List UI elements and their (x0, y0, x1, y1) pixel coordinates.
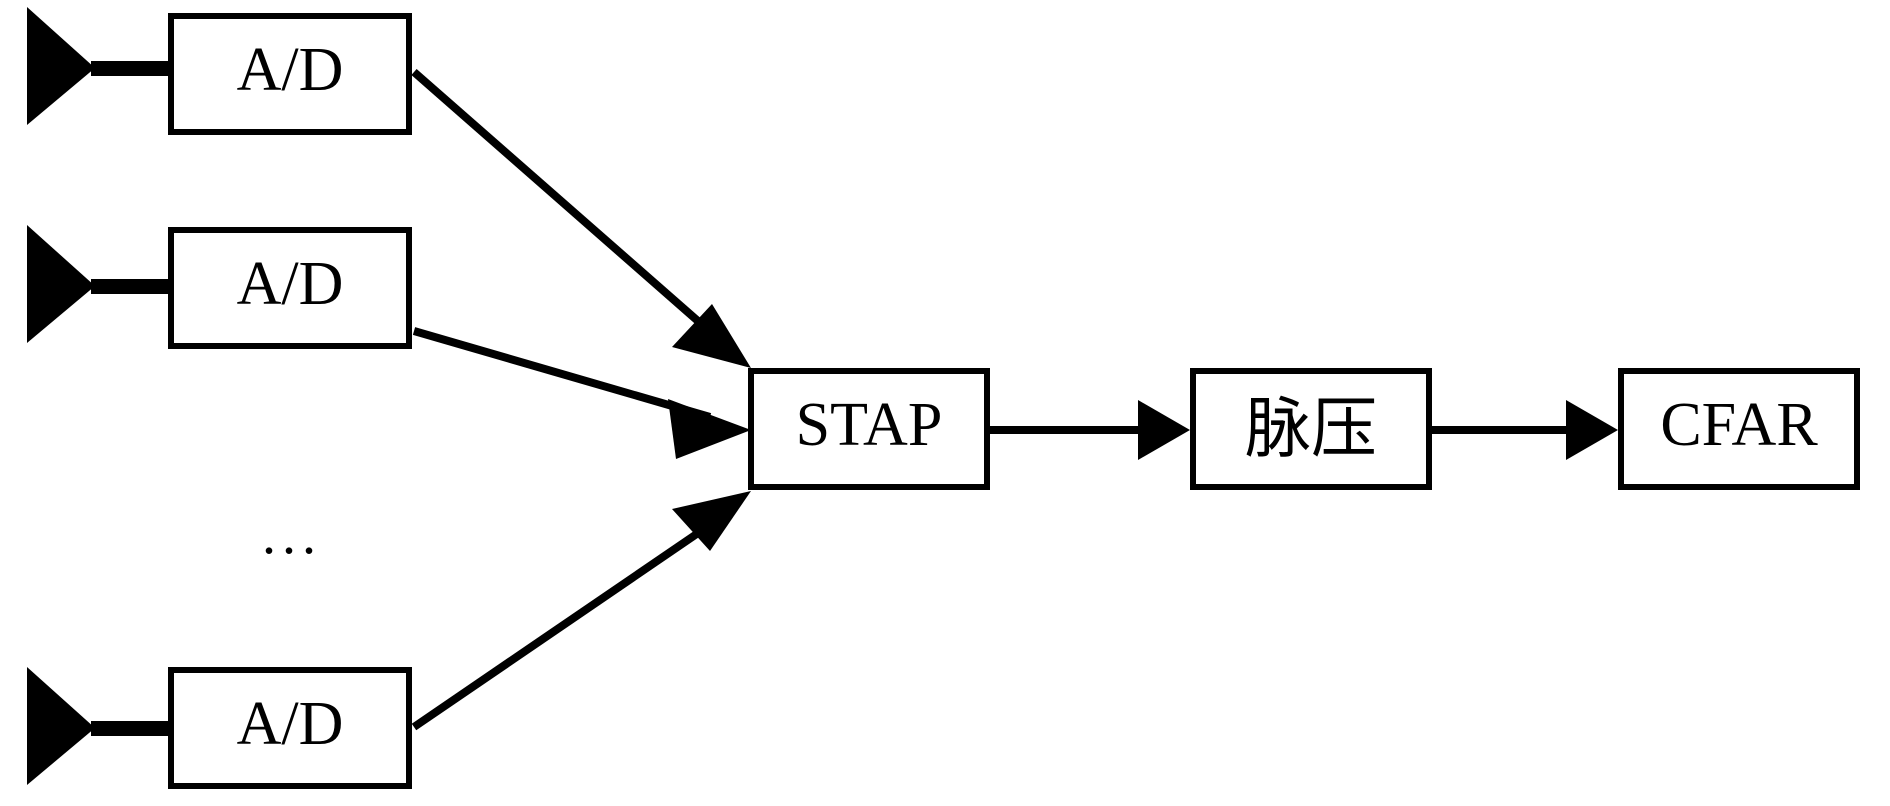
pulse-compression-box-rect (1190, 368, 1432, 490)
antenna-icon-2 (27, 225, 170, 343)
stap-box-label: STAP (796, 391, 943, 459)
edge-adc3-to-stap-line (411, 512, 726, 731)
adc-box-3-rect (168, 667, 412, 789)
antenna-stem-1 (91, 61, 170, 76)
cfar-box[interactable]: CFAR (1618, 368, 1860, 490)
cfar-box-label: CFAR (1660, 391, 1818, 459)
channels-ellipsis: ... (262, 504, 322, 566)
adc-box-1-rect (168, 13, 412, 135)
adc-box-2-rect (168, 227, 412, 349)
adc-box-1[interactable]: A/D (168, 13, 412, 135)
edge-adc2-to-stap-line (412, 327, 712, 421)
pulse-compression-box[interactable]: 脉压 (1190, 368, 1432, 490)
antenna-stem-2 (91, 279, 170, 294)
antenna-icon-3 (27, 667, 170, 785)
edge-adc3-to-stap (411, 491, 751, 731)
edge-adc1-to-stap-arrowhead (672, 304, 751, 368)
edge-stap-to-pulse-arrowhead (1138, 400, 1190, 460)
edge-adc2-to-stap-arrowhead (668, 399, 751, 459)
edge-adc1-to-stap-line (411, 68, 726, 347)
edge-pulse-to-cfar-arrowhead (1566, 400, 1618, 460)
edge-adc1-to-stap (411, 68, 751, 368)
edge-adc3-to-stap-arrowhead (672, 491, 751, 551)
antenna-stem-3 (91, 721, 170, 736)
adc-box-2[interactable]: A/D (168, 227, 412, 349)
pulse-compression-box-label: 脉压 (1245, 390, 1377, 467)
edge-adc2-to-stap (412, 327, 751, 459)
cfar-box-rect (1618, 368, 1860, 490)
stap-box-rect (748, 368, 990, 490)
antenna-triangle-2 (27, 225, 95, 343)
antenna-triangle-3 (27, 667, 95, 785)
edge-stap-to-pulse-compression (987, 400, 1190, 460)
adc-box-3-label: A/D (237, 690, 344, 758)
antenna-triangle-1 (27, 7, 95, 125)
adc-box-2-label: A/D (237, 250, 344, 318)
adc-box-3[interactable]: A/D (168, 667, 412, 789)
adc-box-1-label: A/D (237, 36, 344, 104)
antenna-icon-1 (27, 7, 170, 125)
stap-box[interactable]: STAP (748, 368, 990, 490)
edge-pulse-compression-to-cfar (1429, 400, 1618, 460)
